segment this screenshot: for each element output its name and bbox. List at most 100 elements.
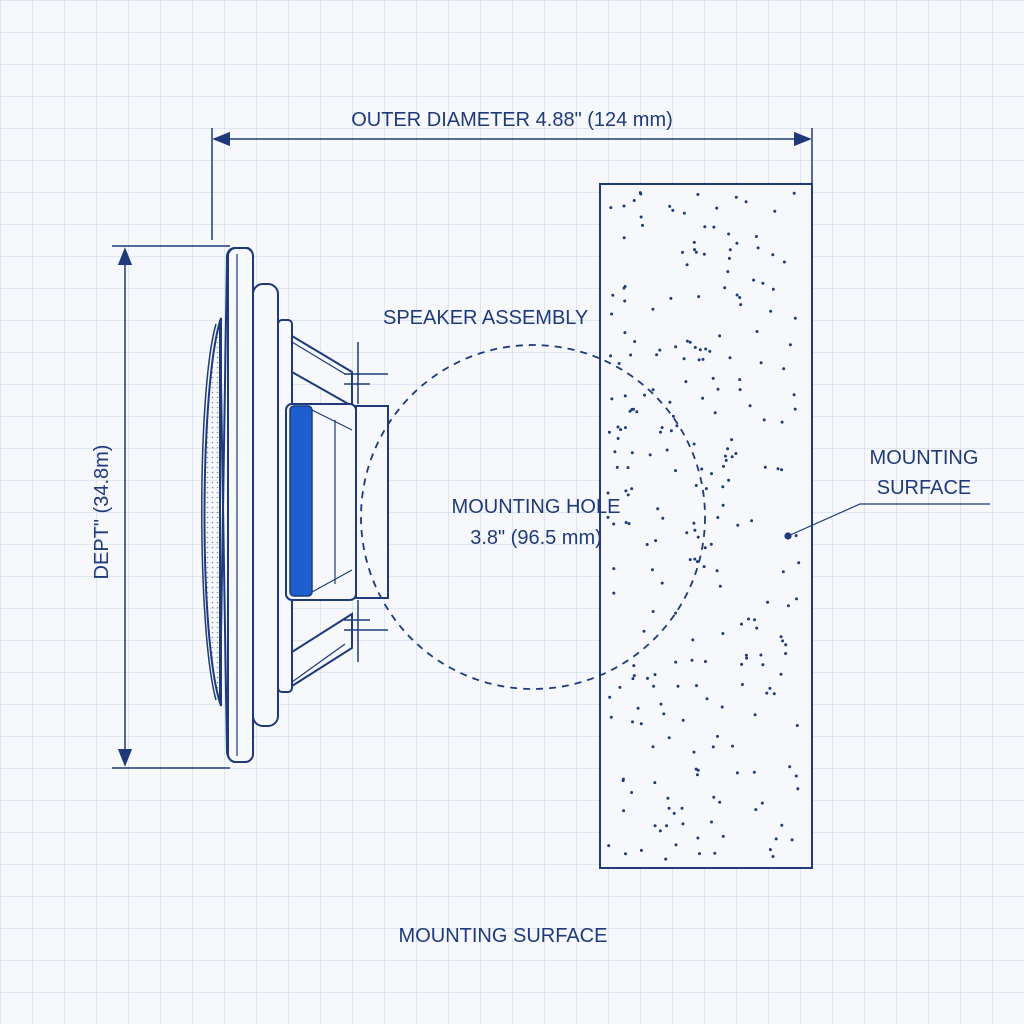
panel-speckle — [622, 286, 626, 290]
panel-speckle — [763, 465, 767, 469]
panel-speckle — [693, 557, 697, 561]
panel-speckle — [744, 200, 748, 204]
panel-speckle — [750, 519, 754, 523]
panel-speckle — [721, 485, 725, 489]
panel-speckle — [765, 691, 769, 695]
panel-speckle — [713, 411, 717, 415]
panel-speckle — [681, 822, 685, 826]
panel-speckle — [623, 394, 627, 398]
panel-speckle — [780, 420, 784, 424]
panel-speckle — [734, 452, 738, 455]
mounting-surface-callout-line2: SURFACE — [877, 477, 971, 499]
panel-speckle — [667, 806, 671, 810]
panel-speckle — [795, 724, 799, 727]
panel-speckle — [782, 367, 786, 371]
panel-speckle — [704, 347, 708, 351]
panel-speckle — [615, 465, 619, 469]
panel-speckle — [738, 378, 742, 382]
panel-speckle — [780, 468, 784, 472]
panel-speckle — [692, 750, 696, 754]
panel-speckle — [632, 199, 636, 202]
panel-speckle — [713, 851, 717, 855]
panel-speckle — [788, 765, 792, 769]
panel-speckle — [727, 256, 731, 260]
panel-speckle — [612, 567, 616, 571]
panel-speckle — [658, 348, 662, 352]
panel-speckle — [608, 695, 612, 699]
panel-speckle — [693, 248, 696, 252]
mounting-hole-label-line1: MOUNTING HOLE — [452, 496, 621, 518]
panel-speckle — [612, 591, 616, 595]
panel-speckle — [697, 295, 701, 299]
panel-speckle — [690, 658, 694, 662]
panel-speckle — [780, 823, 784, 827]
panel-speckle — [774, 837, 778, 841]
panel-speckle — [609, 715, 613, 719]
panel-speckle — [740, 683, 744, 686]
panel-speckle — [630, 791, 634, 794]
mounting-surface-leader — [784, 503, 990, 540]
panel-speckle — [651, 307, 655, 311]
panel-speckle — [768, 686, 772, 690]
panel-speckle — [696, 836, 700, 840]
panel-speckle — [756, 246, 760, 250]
panel-speckle — [636, 706, 640, 710]
panel-speckle — [681, 250, 684, 254]
panel-speckle — [793, 407, 797, 411]
panel-speckle — [665, 824, 669, 828]
panel-speckle — [740, 622, 743, 626]
panel-speckle — [794, 774, 798, 778]
panel-speckle — [727, 478, 731, 482]
panel-speckle — [759, 653, 763, 657]
panel-speckle — [622, 809, 626, 813]
panel-speckle — [643, 393, 646, 397]
panel-speckle — [631, 720, 634, 724]
panel-speckle — [685, 531, 689, 535]
panel-speckle — [688, 340, 692, 344]
panel-speckle — [711, 745, 715, 749]
depth-dimension — [112, 245, 230, 769]
panel-speckle — [753, 713, 757, 717]
speaker-assembly-label: SPEAKER ASSEMBLY — [383, 307, 588, 329]
panel-speckle — [671, 208, 675, 212]
panel-speckle — [703, 225, 707, 229]
panel-speckle — [716, 516, 720, 519]
panel-speckle — [607, 430, 611, 434]
panel-speckle — [631, 677, 635, 681]
panel-speckle — [684, 380, 688, 384]
panel-speckle — [771, 855, 775, 858]
panel-speckle — [701, 357, 705, 361]
panel-speckle — [632, 407, 635, 411]
panel-speckle — [696, 193, 700, 196]
panel-speckle — [662, 712, 666, 716]
panel-speckle — [735, 771, 739, 775]
panel-speckle — [786, 604, 790, 608]
panel-speckle — [754, 235, 758, 238]
panel-speckle — [616, 425, 620, 429]
panel-speckle — [766, 600, 770, 604]
panel-speckle — [642, 629, 646, 633]
panel-speckle — [652, 684, 656, 688]
panel-speckle — [610, 312, 614, 316]
panel-speckle — [748, 404, 752, 408]
panel-speckle — [675, 424, 679, 428]
panel-speckle — [769, 309, 773, 313]
panel-speckle — [794, 534, 798, 538]
panel-speckle — [781, 639, 785, 643]
panel-speckle — [668, 400, 672, 404]
panel-speckle — [723, 286, 727, 290]
panel-speckle — [739, 303, 743, 307]
panel-speckle — [646, 676, 649, 680]
panel-speckle — [622, 236, 626, 240]
panel-speckle — [695, 684, 698, 688]
panel-speckle — [651, 388, 655, 392]
panel-speckle — [754, 808, 758, 812]
panel-speckle — [721, 834, 725, 838]
panel-speckle — [653, 824, 657, 828]
panel-speckle — [629, 353, 633, 357]
panel-speckle — [692, 442, 696, 446]
panel-speckle — [745, 656, 749, 660]
panel-speckle — [626, 466, 630, 470]
